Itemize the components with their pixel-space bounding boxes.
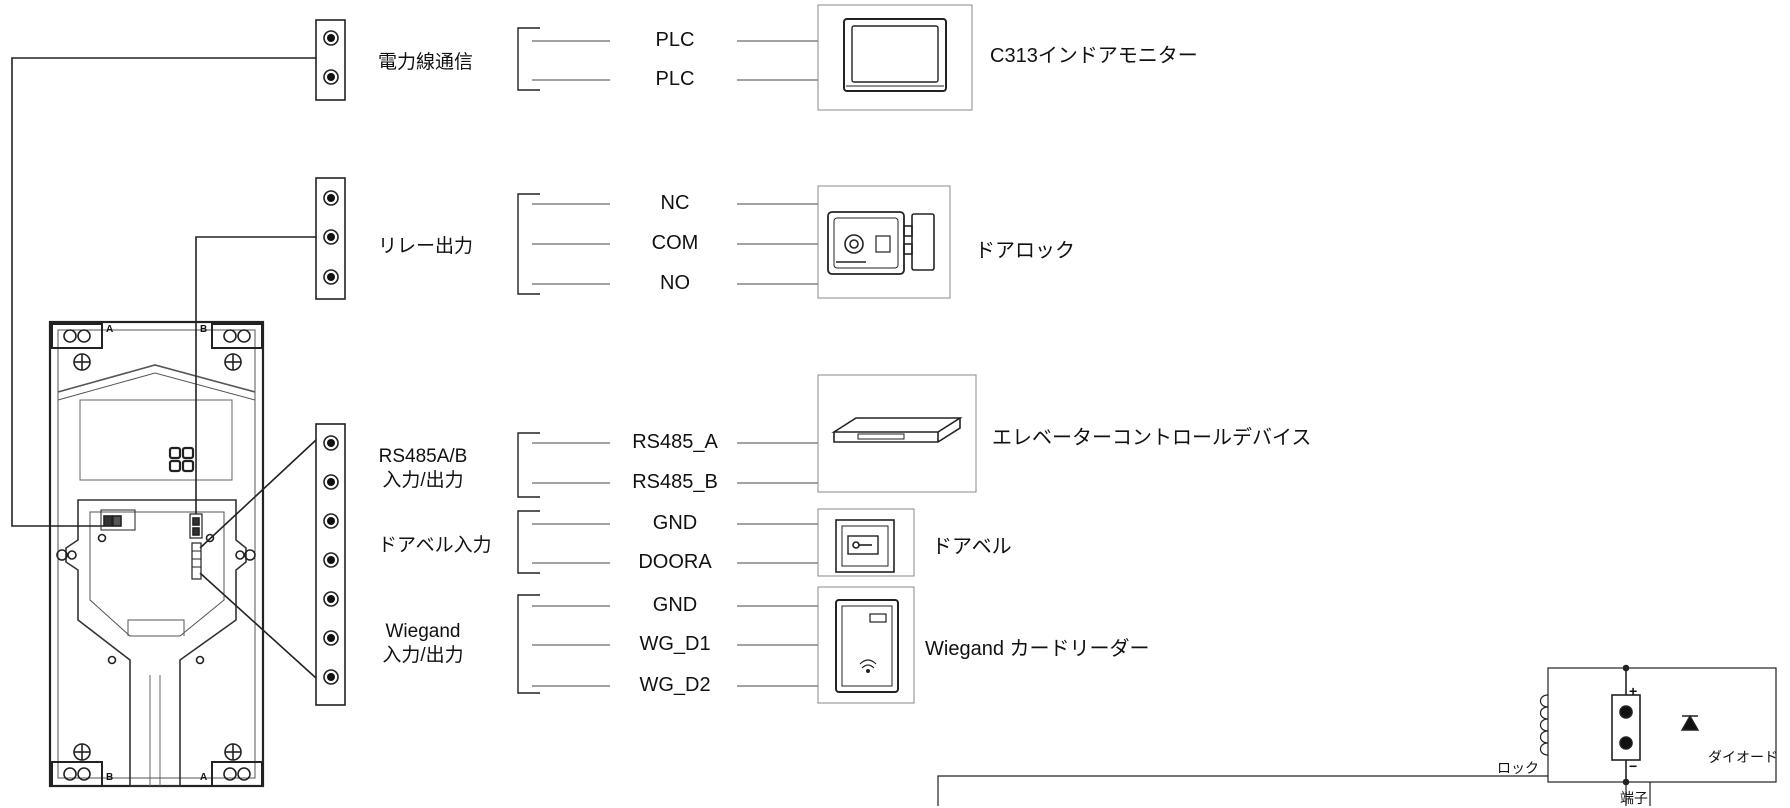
group-relay-out-label: リレー出力 [378, 236, 474, 257]
group-wiegand-line2: 入力/出力 [382, 645, 464, 666]
bus-wire-bottom [199, 572, 317, 679]
monitor-icon [817, 4, 973, 111]
terminal-block-power [315, 19, 346, 101]
bracket-power [517, 27, 540, 91]
group-rs485-line2: 入力/出力 [382, 470, 464, 491]
signal-no: NO [660, 272, 690, 294]
group-rs485-line1: RS485A/B [378, 446, 468, 467]
device-monitor-label: C313インドアモニター [990, 45, 1198, 67]
lock-circuit [937, 664, 1777, 806]
device-card-reader-label: Wiegand カードリーダー [925, 638, 1150, 660]
signal-rs485-b: RS485_B [632, 471, 718, 493]
group-power-line-label: 電力線通信 [378, 52, 474, 73]
signal-wg-d1: WG_D1 [639, 633, 711, 655]
panel-mark-a-top: A [106, 324, 114, 335]
panel-mark-a-bottom: A [200, 772, 208, 783]
group-wiegand-line1: Wiegand [385, 621, 461, 642]
lock-wire [937, 775, 1548, 806]
bracket-rs485 [517, 432, 540, 498]
group-wiegand-label: Wiegand 入力/出力 [378, 620, 468, 668]
signal-plc-1: PLC [655, 29, 695, 51]
bracket-relay [517, 193, 540, 295]
signal-gnd-2: GND [652, 594, 698, 616]
signal-com: COM [651, 232, 699, 254]
signal-nc: NC [660, 192, 690, 214]
panel-mark-b-top: B [200, 324, 208, 335]
signal-gnd-1: GND [652, 512, 698, 534]
lock-label: ロック [1497, 760, 1539, 776]
terminal-block-bus [315, 423, 346, 706]
terminal-plus-mark: + [1629, 683, 1638, 699]
device-elevator-label: エレベーターコントロールデバイス [992, 427, 1312, 449]
signal-doora: DOORA [638, 551, 712, 573]
bracket-doorbell [517, 510, 540, 574]
power-wire [11, 57, 316, 527]
relay-wire [195, 236, 316, 514]
signal-wg-d2: WG_D2 [639, 674, 711, 696]
terminal-label: 端子 [1620, 790, 1648, 806]
diode-symbol [1680, 714, 1700, 731]
door-station-panel [48, 320, 265, 788]
signal-plc-2: PLC [655, 68, 695, 90]
doorbell-icon [817, 508, 915, 577]
panel-mark-b-bottom: B [106, 772, 114, 783]
elevator-controller-icon [817, 374, 977, 493]
group-doorbell-label: ドアベル入力 [378, 535, 492, 556]
device-door-lock-label: ドアロック [975, 240, 1075, 262]
door-lock-icon [817, 185, 951, 299]
diode-label: ダイオード [1708, 749, 1778, 765]
terminal-block-relay [315, 177, 346, 300]
bracket-wiegand [517, 594, 540, 694]
signal-lines [532, 40, 818, 687]
terminal-minus-mark: − [1629, 758, 1638, 774]
lock-coil [1539, 694, 1549, 756]
bus-wire-top [199, 439, 317, 549]
group-rs485-label: RS485A/B 入力/出力 [378, 445, 468, 493]
signal-rs485-a: RS485_A [632, 431, 718, 453]
device-doorbell-label: ドアベル [932, 536, 1012, 558]
card-reader-icon [817, 586, 915, 704]
